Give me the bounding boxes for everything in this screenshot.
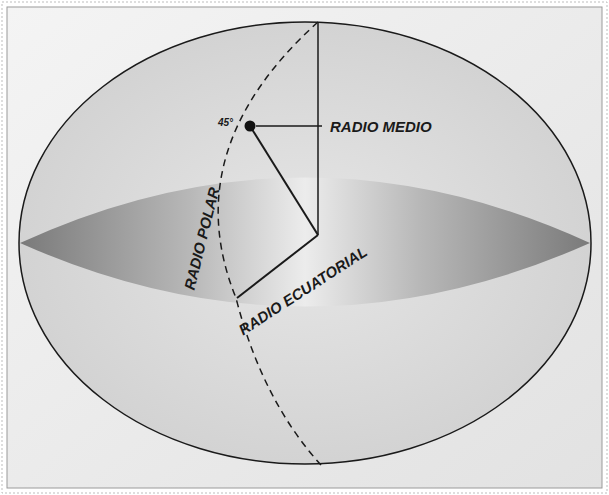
mean-radius-line <box>250 126 318 235</box>
polar-radius-line <box>317 22 319 235</box>
ellipsoid-outline <box>19 22 591 464</box>
angle-label: 45° <box>218 118 233 128</box>
panel <box>7 7 602 488</box>
leader-line <box>256 125 322 127</box>
mean-radius-label: RADIO MEDIO <box>330 119 432 134</box>
latitude-point <box>245 121 256 132</box>
meridian-curve <box>218 22 321 465</box>
